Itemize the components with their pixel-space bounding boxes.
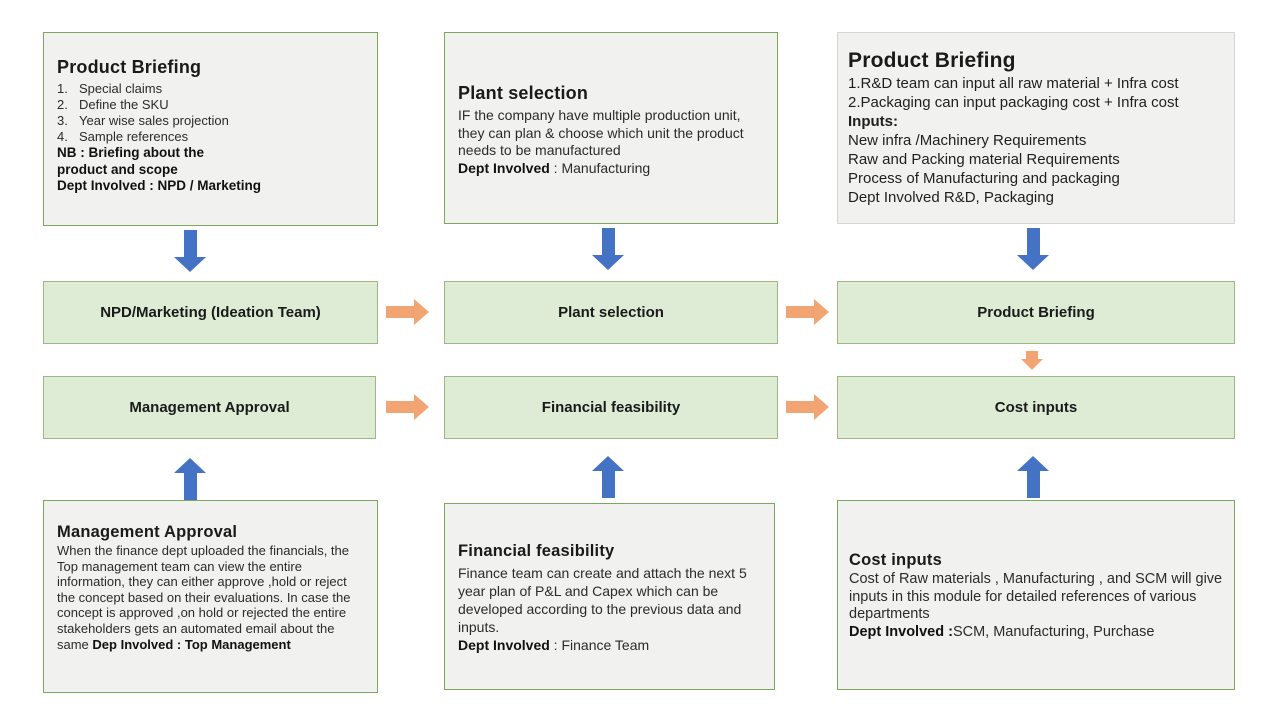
list-item: 3. Year wise sales projection xyxy=(57,113,367,129)
note-line: New infra /Machinery Requirements xyxy=(848,132,1087,149)
down-arrow-icon xyxy=(1017,228,1049,270)
arrow-shaft xyxy=(1026,228,1040,255)
dept-involved-label: Dept Involved : xyxy=(849,623,953,640)
arrow-head xyxy=(414,394,429,420)
arrow-head xyxy=(814,394,829,420)
arrow-head xyxy=(1017,255,1049,270)
note-financial-feasibility-bottom-middle: Financial feasibility Finance team can c… xyxy=(444,503,775,690)
up-arrow-icon xyxy=(592,456,624,498)
arrow-head xyxy=(814,299,829,325)
note-line: 2.Packaging can input packaging cost + I… xyxy=(848,94,1179,111)
nb-note-line: product and scope xyxy=(57,161,178,177)
dept-involved-line: Dept Involved : Manufacturing xyxy=(458,160,759,178)
arrow-shaft xyxy=(786,306,814,318)
note-line: 1.R&D team can input all raw material + … xyxy=(848,75,1179,92)
arrow-head xyxy=(592,456,624,471)
flow-box-label: NPD/Marketing (Ideation Team) xyxy=(100,304,321,321)
note-product-briefing-top-right: Product Briefing 1.R&D team can input al… xyxy=(837,32,1235,224)
note-line: Raw and Packing material Requirements xyxy=(848,151,1120,168)
dept-involved-line: Dep Involved : Top Management xyxy=(92,636,291,652)
dept-involved-value: SCM, Manufacturing, Purchase xyxy=(952,623,1155,640)
list-item-text: Sample references xyxy=(79,129,189,144)
flow-box-cost-inputs: Cost inputs xyxy=(837,376,1235,439)
note-title: Financial feasibility xyxy=(458,542,615,560)
dept-involved-value: : Manufacturing xyxy=(549,159,651,176)
note-body: Cost of Raw materials , Manufacturing , … xyxy=(849,571,1223,622)
note-cost-inputs-bottom-right: Cost inputs Cost of Raw materials , Manu… xyxy=(837,500,1235,690)
arrow-shaft xyxy=(786,401,814,413)
arrow-shaft xyxy=(601,228,615,255)
flow-box-management-approval: Management Approval xyxy=(43,376,376,439)
flow-box-product-briefing: Product Briefing xyxy=(837,281,1235,344)
flow-box-plant-selection: Plant selection xyxy=(444,281,778,344)
list-item-text: Year wise sales projection xyxy=(79,113,229,128)
inputs-label: Inputs: xyxy=(848,113,898,130)
note-title: Plant selection xyxy=(458,83,589,103)
right-arrow-icon xyxy=(386,299,429,325)
right-arrow-icon xyxy=(786,299,829,325)
dept-involved-line: Dept Involved :SCM, Manufacturing, Purch… xyxy=(849,624,1226,642)
arrow-head xyxy=(414,299,429,325)
dept-involved-line: Dept Involved : Finance Team xyxy=(458,636,758,654)
up-arrow-icon xyxy=(174,458,206,500)
right-arrow-icon xyxy=(386,394,429,420)
up-arrow-icon xyxy=(1017,456,1049,498)
arrow-shaft xyxy=(386,401,414,413)
flow-box-label: Financial feasibility xyxy=(541,399,681,416)
arrow-shaft xyxy=(386,306,414,318)
arrow-head xyxy=(174,458,206,473)
list-number: 4. xyxy=(57,129,68,144)
dept-involved-value: : Finance Team xyxy=(549,637,650,653)
arrow-head xyxy=(1021,359,1043,370)
down-arrow-icon xyxy=(592,228,624,270)
note-body: When the finance dept uploaded the finan… xyxy=(57,543,363,652)
note-title: Cost inputs xyxy=(849,551,942,569)
dept-involved-line: Dept Involved R&D, Packaging xyxy=(848,189,1054,206)
list-number: 1. xyxy=(57,81,68,96)
list-item: 4. Sample references xyxy=(57,129,367,145)
list-item: 1. Special claims xyxy=(57,81,367,97)
dept-involved-label: Dept Involved xyxy=(458,637,550,653)
flow-box-label: Cost inputs xyxy=(994,399,1078,416)
flow-box-financial-feasibility: Financial feasibility xyxy=(444,376,778,439)
arrow-head xyxy=(174,257,206,272)
flow-box-label: Management Approval xyxy=(129,399,290,416)
note-management-approval-bottom-left: Management Approval When the finance dep… xyxy=(43,500,378,693)
arrow-shaft xyxy=(183,473,197,500)
note-title: Management Approval xyxy=(57,523,238,541)
note-title: Product Briefing xyxy=(57,57,202,77)
nb-note-line: NB : Briefing about the xyxy=(57,145,204,160)
flow-box-npd-marketing: NPD/Marketing (Ideation Team) xyxy=(43,281,378,344)
down-arrow-icon xyxy=(1021,351,1043,370)
list-item: 2. Define the SKU xyxy=(57,97,367,113)
flow-box-label: Product Briefing xyxy=(977,304,1095,321)
dept-involved-label: Dept Involved xyxy=(458,159,550,176)
flow-box-label: Plant selection xyxy=(558,304,664,321)
arrow-shaft xyxy=(1026,471,1040,498)
arrow-shaft xyxy=(183,230,197,257)
note-body: IF the company have multiple production … xyxy=(458,107,744,158)
note-product-briefing-top-left: Product Briefing 1. Special claims 2. De… xyxy=(43,32,378,226)
down-arrow-icon xyxy=(174,230,206,272)
arrow-head xyxy=(592,255,624,270)
arrow-head xyxy=(1017,456,1049,471)
dept-involved-line: Dept Involved : NPD / Marketing xyxy=(57,178,262,193)
note-title: Product Briefing xyxy=(848,49,1016,72)
note-body-text: When the finance dept uploaded the finan… xyxy=(57,543,351,652)
list-item-text: Define the SKU xyxy=(79,97,169,112)
list-number: 3. xyxy=(57,113,68,128)
right-arrow-icon xyxy=(786,394,829,420)
note-line: Process of Manufacturing and packaging xyxy=(848,170,1120,187)
note-body: Finance team can create and attach the n… xyxy=(458,565,747,635)
arrow-shaft xyxy=(1026,351,1038,359)
list-item-text: Special claims xyxy=(79,81,163,96)
note-plant-selection-top-middle: Plant selection IF the company have mult… xyxy=(444,32,778,224)
arrow-shaft xyxy=(601,471,615,498)
list-number: 2. xyxy=(57,97,68,112)
